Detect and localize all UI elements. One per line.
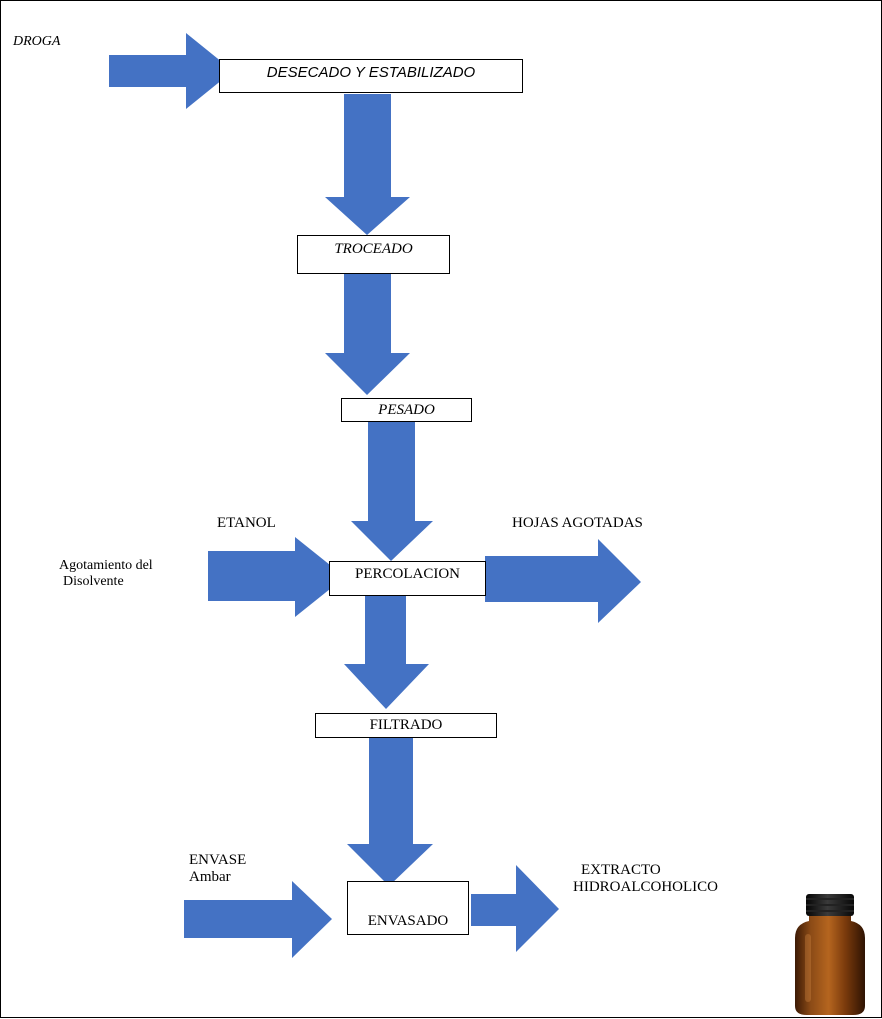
step-percolacion-box: PERCOLACION	[329, 561, 486, 596]
input-envase-line1: ENVASE	[189, 852, 247, 868]
input-agotamiento-line1: Agotamiento del	[59, 558, 153, 573]
step-envasado-box: ENVASADO	[347, 881, 469, 935]
arrow-etanol-to-percolacion	[208, 537, 345, 617]
amber-bottle-icon	[795, 894, 865, 1015]
step-pesado-label: PESADO	[378, 401, 435, 418]
output-extracto-label: EXTRACTO HIDROALCOHOLICO	[573, 862, 718, 896]
step-envasado-label: ENVASADO	[367, 913, 449, 929]
arrow-percolacion-to-hojas	[485, 539, 641, 623]
input-envase-line2: Ambar	[189, 869, 231, 885]
output-hojas-label: HOJAS AGOTADAS	[512, 515, 643, 531]
step-filtrado-box: FILTRADO	[315, 713, 497, 738]
input-droga-label: DROGA	[13, 34, 61, 49]
input-agotamiento-line2: Disolvente	[63, 574, 124, 589]
arrow-percolacion-to-filtrado	[344, 595, 429, 709]
input-etanol-label: ETANOL	[217, 515, 276, 531]
step-pesado-box: PESADO	[341, 398, 472, 422]
input-envase-label: ENVASE Ambar	[189, 852, 246, 886]
step-troceado-box: TROCEADO	[297, 235, 450, 274]
arrow-envase-to-envasado	[184, 881, 332, 958]
output-extracto-line1: EXTRACTO	[581, 862, 661, 878]
arrow-pesado-to-percolacion	[351, 421, 433, 561]
output-extracto-line2: HIDROALCOHOLICO	[573, 879, 718, 895]
arrow-droga-to-desecado	[109, 33, 233, 109]
arrow-envasado-to-extracto	[471, 865, 559, 952]
arrow-desecado-to-troceado	[325, 94, 410, 235]
arrow-troceado-to-pesado	[325, 274, 410, 395]
step-filtrado-label: FILTRADO	[369, 717, 443, 733]
step-desecado-label: DESECADO Y ESTABILIZADO	[266, 63, 476, 81]
arrow-filtrado-to-envasado	[347, 738, 433, 886]
step-troceado-label: TROCEADO	[334, 241, 413, 257]
input-agotamiento-label: Agotamiento del Disolvente	[59, 558, 153, 590]
step-percolacion-label: PERCOLACION	[354, 566, 460, 582]
step-desecado-box: DESECADO Y ESTABILIZADO	[219, 59, 523, 93]
